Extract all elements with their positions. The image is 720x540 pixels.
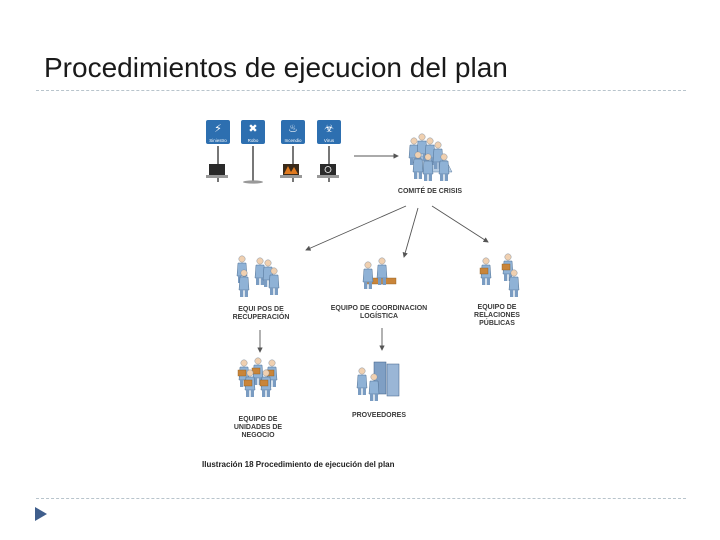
crisis-committee-icon xyxy=(408,133,453,182)
threat-sign-siniestro: ⚡ Siniestro xyxy=(206,120,230,144)
flow-arrows xyxy=(257,153,489,353)
footer-divider xyxy=(36,498,686,499)
threat-sign-incendio: ♨ Incendio xyxy=(281,120,305,144)
business-units-icon xyxy=(238,358,277,397)
logistics-team-icon xyxy=(362,257,397,290)
threat-sign-robo: ✖ Robo xyxy=(241,120,265,144)
biohazard-icon: ☣ xyxy=(324,122,334,135)
slide-title: Procedimientos de ejecucion del plan xyxy=(44,52,508,83)
threat-sign-virus: ☣ Virus xyxy=(317,120,341,144)
title-divider xyxy=(36,90,686,91)
recovery-teams-icon xyxy=(236,255,280,298)
fire-icon: ♨ xyxy=(288,122,298,135)
public-relations-icon xyxy=(480,254,520,298)
procedure-diagram: ⚡ Siniestro ✖ Robo ♨ Incendio ☣ Virus CO… xyxy=(196,112,536,472)
diagram-graphics xyxy=(206,133,520,402)
recovery-teams-label: EQUI POS DE RECUPERACIÓN xyxy=(232,306,290,321)
providers-icon xyxy=(356,361,400,402)
laptop-icon xyxy=(317,164,339,178)
next-slide-arrow-icon[interactable] xyxy=(34,506,48,522)
logistics-team-label: EQUIPO DE COORDINACION LOGÍSTICA xyxy=(330,305,428,320)
laptop-icon xyxy=(206,164,228,178)
figure-caption: Ilustración 18 Procedimiento de ejecució… xyxy=(202,460,395,469)
lightning-icon: ⚡ xyxy=(214,122,222,135)
providers-label: PROVEEDORES xyxy=(351,412,407,419)
public-relations-label: EQUIPO DE RELACIONES PÚBLICAS xyxy=(474,304,520,327)
threat-signs-group xyxy=(206,146,339,184)
business-units-label: EQUIPO DE UNIDADES DE NEGOCIO xyxy=(233,416,283,439)
crisis-committee-label: COMITÉ DE CRISIS xyxy=(397,188,463,195)
laptop-icon xyxy=(280,164,302,178)
thief-icon: ✖ xyxy=(248,122,258,135)
